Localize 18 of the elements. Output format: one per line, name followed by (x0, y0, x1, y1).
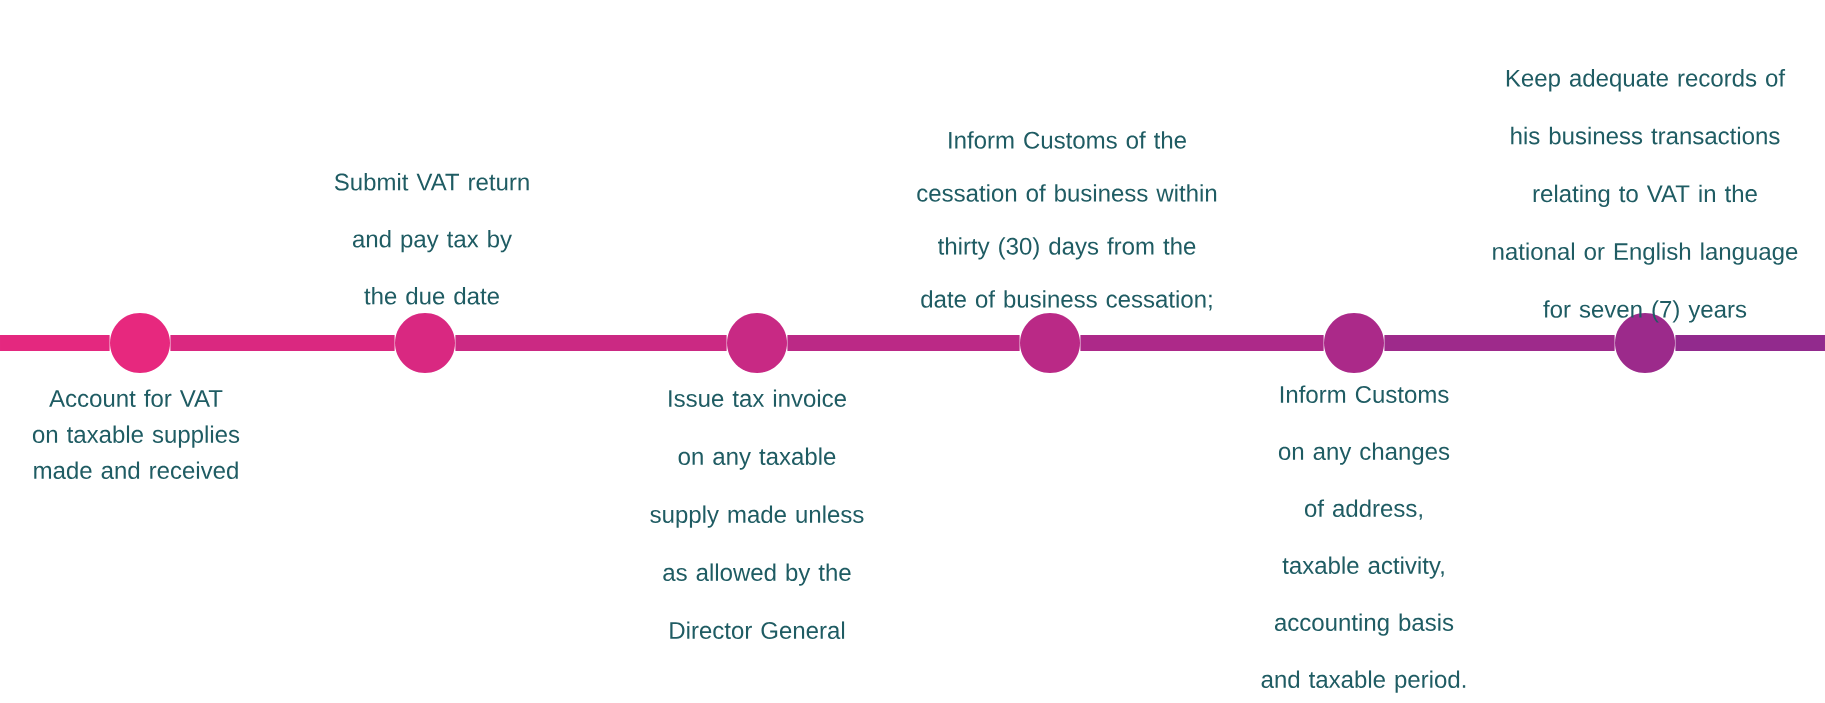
timeline-marker (395, 313, 455, 373)
step-description: Submit VAT return and pay tax by the due date (334, 173, 529, 305)
timeline-line (455, 335, 727, 351)
timeline-marker (110, 313, 170, 373)
timeline-marker (1020, 313, 1080, 373)
timeline-line (1080, 335, 1324, 351)
timeline-line (787, 335, 1020, 351)
step-description: Inform Customs on any changes of address, taxable activity, accounting basis and taxable period. (1261, 385, 1466, 693)
timeline-line (170, 335, 395, 351)
step-description: Inform Customs of the cessation of business within thirty (30) days from the date of business cessation; (917, 131, 1217, 311)
step-description: Issue tax invoice on any taxable supply made unless as allowed by the Director General (650, 389, 864, 639)
step-description: Keep adequate records of his business transactions relating to VAT in the national or English language for seven (7) years (1493, 69, 1798, 323)
timeline-line (1675, 335, 1825, 351)
timeline-marker (1324, 313, 1384, 373)
timeline-line (0, 335, 110, 351)
timeline-line (1384, 335, 1615, 351)
step-description: Account for VAT on taxable supplies made and received (32, 389, 240, 479)
timeline-marker (727, 313, 787, 373)
